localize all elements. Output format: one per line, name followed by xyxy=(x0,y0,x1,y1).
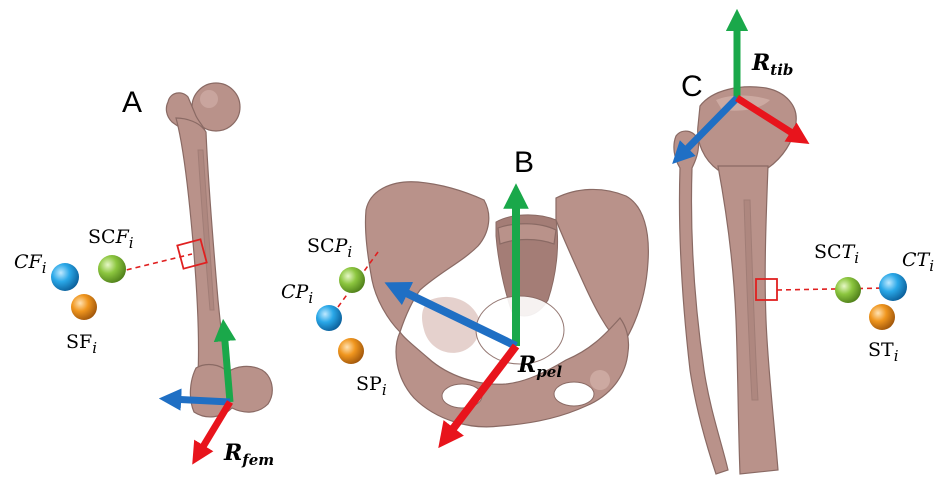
label-sct: SCTi xyxy=(814,241,859,267)
panel-a-femur: A CFi SCFi SFi Rfem xyxy=(14,83,274,469)
marker-sp-sphere xyxy=(338,338,364,364)
label-st: STi xyxy=(868,339,899,365)
label-scp: SCPi xyxy=(307,235,352,261)
marker-scp-sphere xyxy=(339,267,365,293)
label-r-tib: Rtib xyxy=(751,50,793,79)
pelvis-bone xyxy=(365,182,648,427)
marker-scf-sphere xyxy=(98,255,126,283)
label-r-fem: Rfem xyxy=(223,440,274,469)
label-sf: SFi xyxy=(66,331,97,357)
femur-dashed-line xyxy=(118,254,192,272)
marker-sct-sphere xyxy=(835,277,861,303)
panel-b-letter: B xyxy=(514,146,534,179)
label-sp: SPi xyxy=(356,373,387,399)
panel-b-pelvis: B SCPi CPi SPi xyxy=(281,146,648,438)
marker-ct-sphere xyxy=(879,273,907,301)
marker-st-sphere xyxy=(869,304,895,330)
marker-cp-sphere xyxy=(316,305,342,331)
panel-c-letter: C xyxy=(681,70,703,103)
label-scf: SCFi xyxy=(88,226,134,252)
label-cp: CPi xyxy=(281,281,313,307)
label-cf: CFi xyxy=(14,251,47,277)
femur-axis-z-arrow xyxy=(170,399,230,402)
panel-a-letter: A xyxy=(122,86,142,119)
marker-sf-sphere xyxy=(71,294,97,320)
panel-c-tibia: C SCTi CTi STi Rtib xyxy=(674,20,934,474)
label-ct: CTi xyxy=(902,249,934,275)
marker-cf-sphere xyxy=(51,263,79,291)
femur-bone xyxy=(166,83,272,417)
tibia-dashed-line xyxy=(777,288,887,290)
